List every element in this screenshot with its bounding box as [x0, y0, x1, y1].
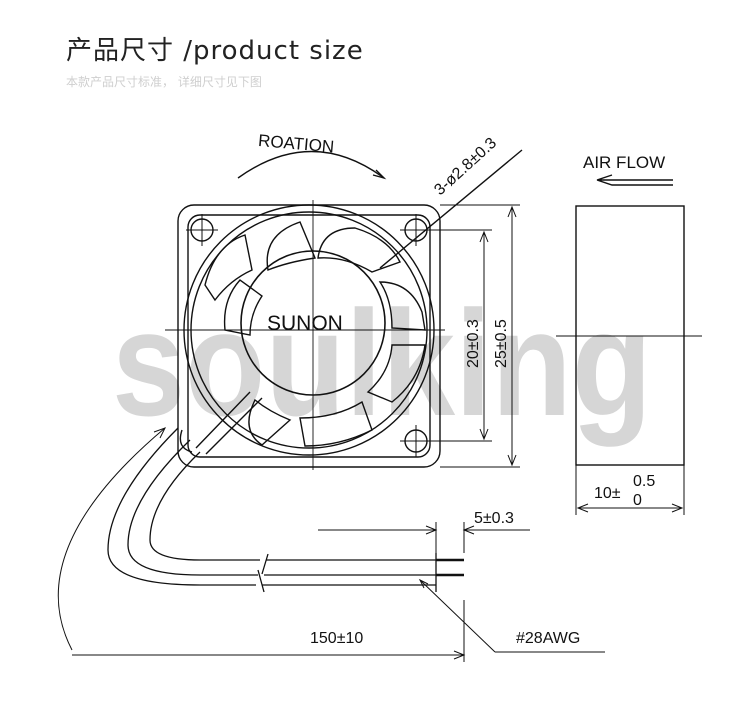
page-title: 产品尺寸 /product size	[66, 36, 364, 66]
dim-inner-label: 20±0.3	[465, 319, 482, 368]
dim-outer-label: 25±0.5	[493, 319, 510, 368]
cable-length-label: 150±10	[310, 630, 363, 647]
lead-strip-label: 5±0.3	[474, 510, 514, 527]
hole-spec-label: 3-ø2.8±0.3	[431, 135, 500, 199]
fan-blades	[204, 221, 426, 447]
dim-line-cable-length	[57, 427, 466, 662]
watermark: soulking	[112, 279, 652, 447]
cable	[107, 427, 437, 593]
airflow-label: AIR FLOW	[583, 153, 665, 172]
dim-line-outer	[440, 204, 520, 468]
dim-line-lead-strip	[318, 522, 530, 553]
rotation-arrow	[237, 150, 385, 179]
lead-wires	[436, 558, 464, 577]
brand-label: SUNON	[267, 312, 343, 335]
airflow-arrow	[596, 174, 673, 186]
fan-side-view	[575, 205, 685, 466]
hole-leader-line	[379, 149, 523, 269]
page-subtitle: 本款产品尺寸标准， 详细尺寸见下图	[66, 75, 262, 89]
thickness-label: 10±	[594, 485, 621, 502]
fan-frame-inner	[187, 214, 431, 458]
thickness-plus-label: 0.5	[633, 473, 655, 490]
dim-line-thickness	[575, 465, 685, 515]
dim-line-inner	[430, 229, 492, 442]
gauge-leader-line	[418, 578, 605, 653]
wire-gauge-label: #28AWG	[516, 630, 580, 647]
rotation-label: ROATION	[257, 131, 335, 157]
thickness-minus-label: 0	[633, 492, 642, 509]
wire-exit	[179, 391, 263, 455]
